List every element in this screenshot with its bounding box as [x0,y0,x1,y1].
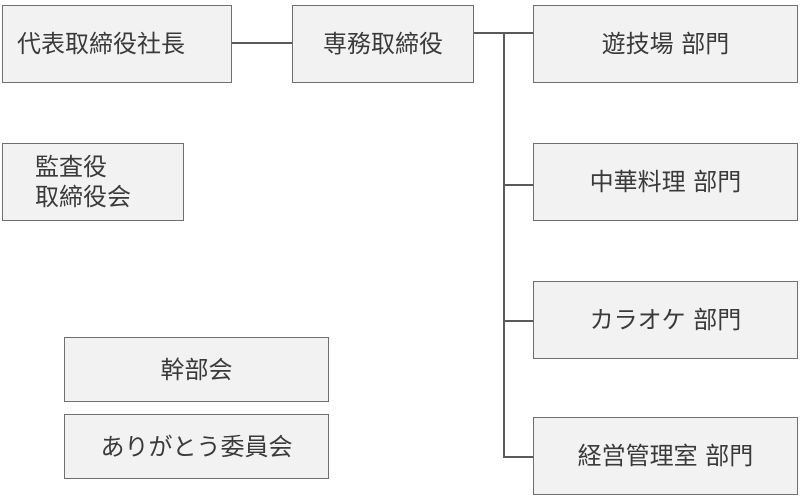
department-box-amusement: 遊技場 部門 [533,5,798,83]
connector-branch-department-3 [503,320,533,322]
department-label: 経営管理室 部門 [577,442,754,470]
managing-director-label: 専務取締役 [323,30,443,58]
executive-meeting-box: 幹部会 [64,337,329,402]
connector-branch-department-2 [503,184,533,186]
thanks-committee-label: ありがとう委員会 [100,432,293,461]
department-label: 遊技場 部門 [601,30,730,58]
auditor-label-line-2: 取締役会 [35,183,131,211]
department-label: 中華料理 部門 [589,168,742,196]
president-label: 代表取締役社長 [17,30,185,58]
department-label: カラオケ 部門 [589,306,742,334]
managing-director-box: 専務取締役 [292,5,474,83]
department-box-karaoke: カラオケ 部門 [533,281,798,359]
department-box-management: 経営管理室 部門 [533,417,798,495]
connector-trunk-vertical [503,32,505,458]
connector-branch-department-4 [503,456,533,458]
auditor-label-line-1: 監査役 [35,153,107,181]
auditor-board-box: 監査役 取締役会 [2,143,184,221]
department-box-chinese-cuisine: 中華料理 部門 [533,143,798,221]
connector-president-to-managing-director [232,42,292,44]
connector-managing-director-to-trunk [474,32,504,34]
president-box: 代表取締役社長 [2,5,232,83]
thanks-committee-box: ありがとう委員会 [64,414,329,479]
executive-meeting-label: 幹部会 [160,355,233,384]
connector-branch-department-1 [503,32,533,34]
